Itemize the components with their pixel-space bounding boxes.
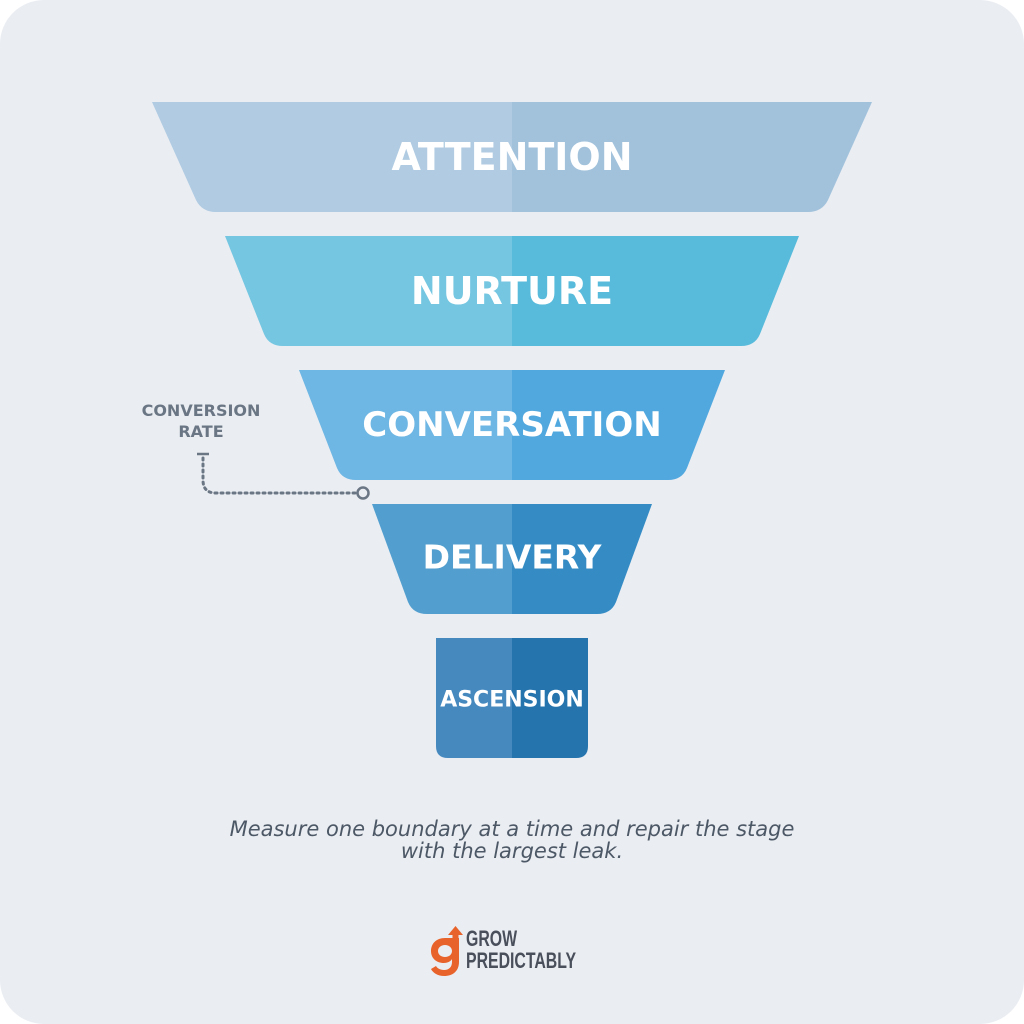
annotation-dotted-connector (201, 456, 358, 495)
funnel-stage-attention-label: ATTENTION (391, 135, 632, 179)
funnel-stage-delivery: DELIVERY (372, 504, 652, 614)
funnel-stage-conversation-shape (299, 370, 725, 480)
caption: Measure one boundary at a time and repai… (162, 818, 862, 862)
funnel-stage-attention: ATTENTION (152, 102, 872, 212)
funnel-stage-conversation-label: CONVERSATION (362, 405, 661, 445)
conversion-rate-label-line1: CONVERSION (142, 401, 261, 420)
grow-predictably-logo: GROW PREDICTABLY (428, 924, 608, 980)
logo-wordmark: GROW PREDICTABLY (466, 928, 576, 972)
funnel-stage-delivery-label: DELIVERY (423, 538, 603, 577)
funnel-stage-ascension-label: ASCENSION (440, 688, 584, 713)
funnel-stage-ascension: ASCENSION (436, 638, 588, 758)
funnel-stage-ascension-shape (436, 638, 588, 758)
caption-line-1: Measure one boundary at a time and repai… (229, 817, 795, 841)
growth-arrow-g-icon (431, 926, 463, 976)
funnel-stage-nurture-label: NURTURE (411, 269, 613, 313)
logo-text-line1: GROW (466, 926, 518, 951)
caption-line-2: with the largest leak. (400, 839, 624, 863)
logo-text-line2: PREDICTABLY (466, 948, 577, 973)
conversion-rate-label-line2: RATE (178, 422, 223, 441)
funnel-stage-nurture: NURTURE (225, 236, 799, 346)
funnel-stage-attention-shape (152, 102, 872, 212)
conversion-rate-annotation: CONVERSION RATE (142, 401, 370, 500)
funnel-stage-conversation: CONVERSATION (299, 370, 725, 480)
funnel-stage-delivery-shape (372, 504, 652, 614)
annotation-boundary-marker (356, 486, 370, 500)
funnel-stage-nurture-shape (225, 236, 799, 346)
